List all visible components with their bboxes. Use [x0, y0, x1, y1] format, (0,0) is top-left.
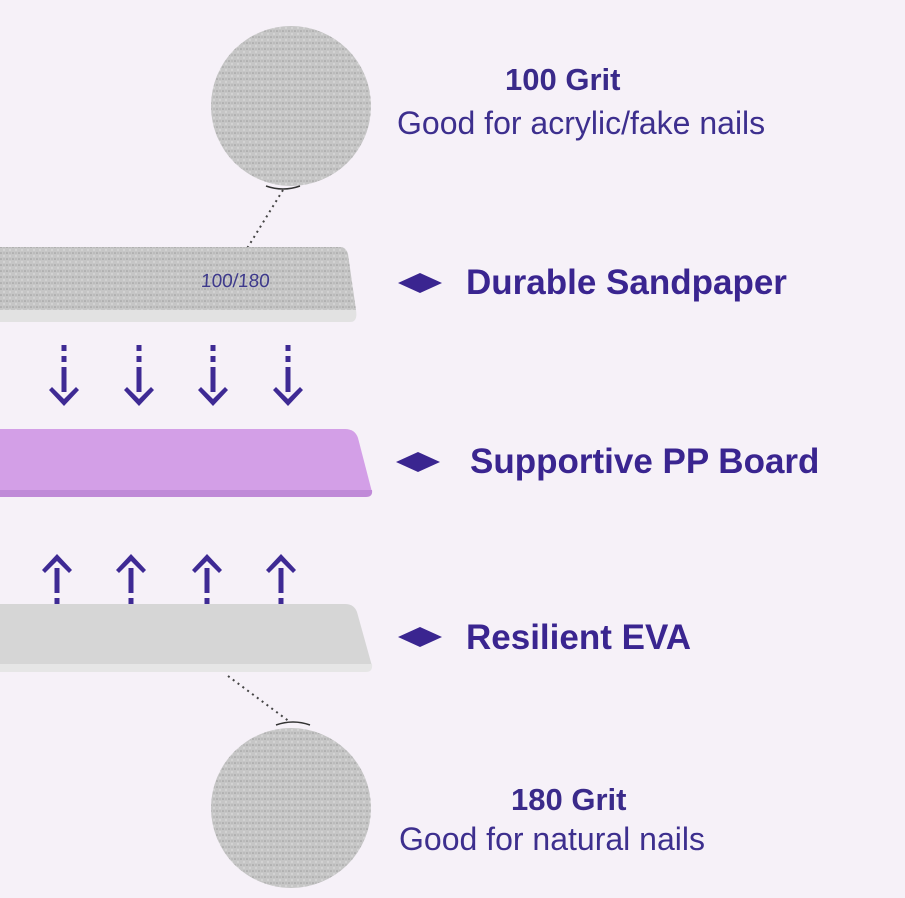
pp-board-strip [0, 429, 373, 497]
layer-label-eva: Resilient EVA [466, 618, 691, 657]
diamond-bullet-icon [398, 627, 442, 647]
callout-dotted-line [242, 189, 284, 256]
arrow-down-icon [198, 345, 228, 406]
sandpaper-strip [0, 247, 357, 322]
grit-180-magnified-circle [211, 728, 371, 888]
top-grit-title: 100 Grit [505, 62, 621, 97]
file-grit-marking: 100/180 [200, 271, 271, 292]
diamond-bullet-icon [398, 273, 442, 293]
callout-arc [275, 721, 311, 726]
bottom-grit-title: 180 Grit [511, 782, 627, 817]
arrow-down-icon [49, 345, 79, 406]
eva-strip [0, 604, 373, 672]
down-arrows [49, 345, 303, 406]
arrow-down-icon [273, 345, 303, 406]
top-grit-description: Good for acrylic/fake nails [397, 105, 766, 141]
callout-arc [265, 185, 301, 190]
bottom-grit-description: Good for natural nails [399, 821, 705, 857]
layer-label-pp-board: Supportive PP Board [470, 442, 820, 481]
grit-100-magnified-circle [211, 26, 371, 256]
layer-label-sandpaper: Durable Sandpaper [466, 263, 787, 302]
diamond-bullet-icon [396, 452, 440, 472]
arrow-down-icon [124, 345, 154, 406]
callout-dotted-line [227, 675, 291, 723]
